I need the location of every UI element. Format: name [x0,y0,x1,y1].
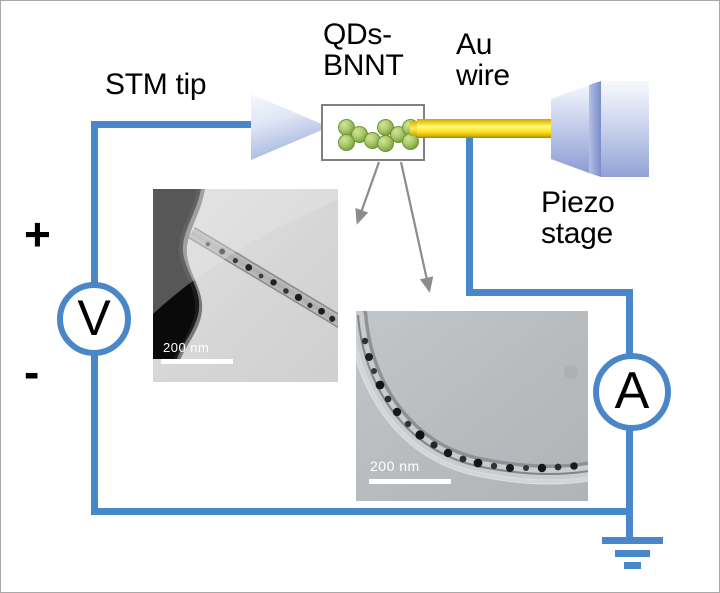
stm-tip-shape [251,94,329,160]
tem2-scalebar [369,479,451,484]
tem-image-1: 200 nm [153,189,338,382]
piezo-stage-shape [551,81,649,177]
tem2-quantum-dots [361,337,578,473]
qds-bnnt-label: QDs- BNNT [323,18,404,83]
au-wire-tip [410,121,419,136]
wire-right-to-ammeter [626,289,633,359]
tem-image-1-content [153,189,338,382]
voltage-source: V [57,282,131,356]
ammeter: A [593,353,671,431]
au-wire-label: Au wire [456,28,510,93]
piezo-block [601,81,649,177]
ammeter-symbol: A [614,362,650,420]
wire-right-from-au [466,131,473,295]
stm-tip-label: STM tip [105,68,207,101]
tem-image-2-content [356,311,588,501]
tem2-scalebar-label: 200 nm [370,458,420,474]
polarity-minus-label: - [24,346,40,398]
wire-bottom [91,508,629,515]
piezo-cone [551,85,589,173]
quantum-dot [377,135,394,152]
ground-bar-large [602,537,663,544]
tem1-scalebar-label: 200 nm [163,340,210,355]
tem2-particle [564,365,578,379]
tem1-scalebar [161,359,233,364]
polarity-plus-label: + [24,208,51,260]
piezo-stage-label: Piezo stage [541,186,615,251]
tem1-dark-region [153,189,201,359]
voltage-source-symbol: V [77,290,111,346]
piezo-block-side [589,81,601,177]
wire-left-upper [91,121,98,289]
wire-ammeter-to-ground [626,425,633,539]
arrow-to-tem-2 [399,161,434,293]
au-wire [417,119,557,138]
quantum-dot [338,134,355,151]
stm-tip-triangle [251,94,329,160]
wire-right-cross [466,289,633,296]
tem-image-2: 200 nm [356,311,588,501]
arrow-to-tem-1 [355,161,381,225]
wire-top-to-tip [91,121,261,128]
ground-bar-small [624,562,641,569]
ground-bar-medium [615,550,650,557]
wire-left-lower [91,349,98,515]
